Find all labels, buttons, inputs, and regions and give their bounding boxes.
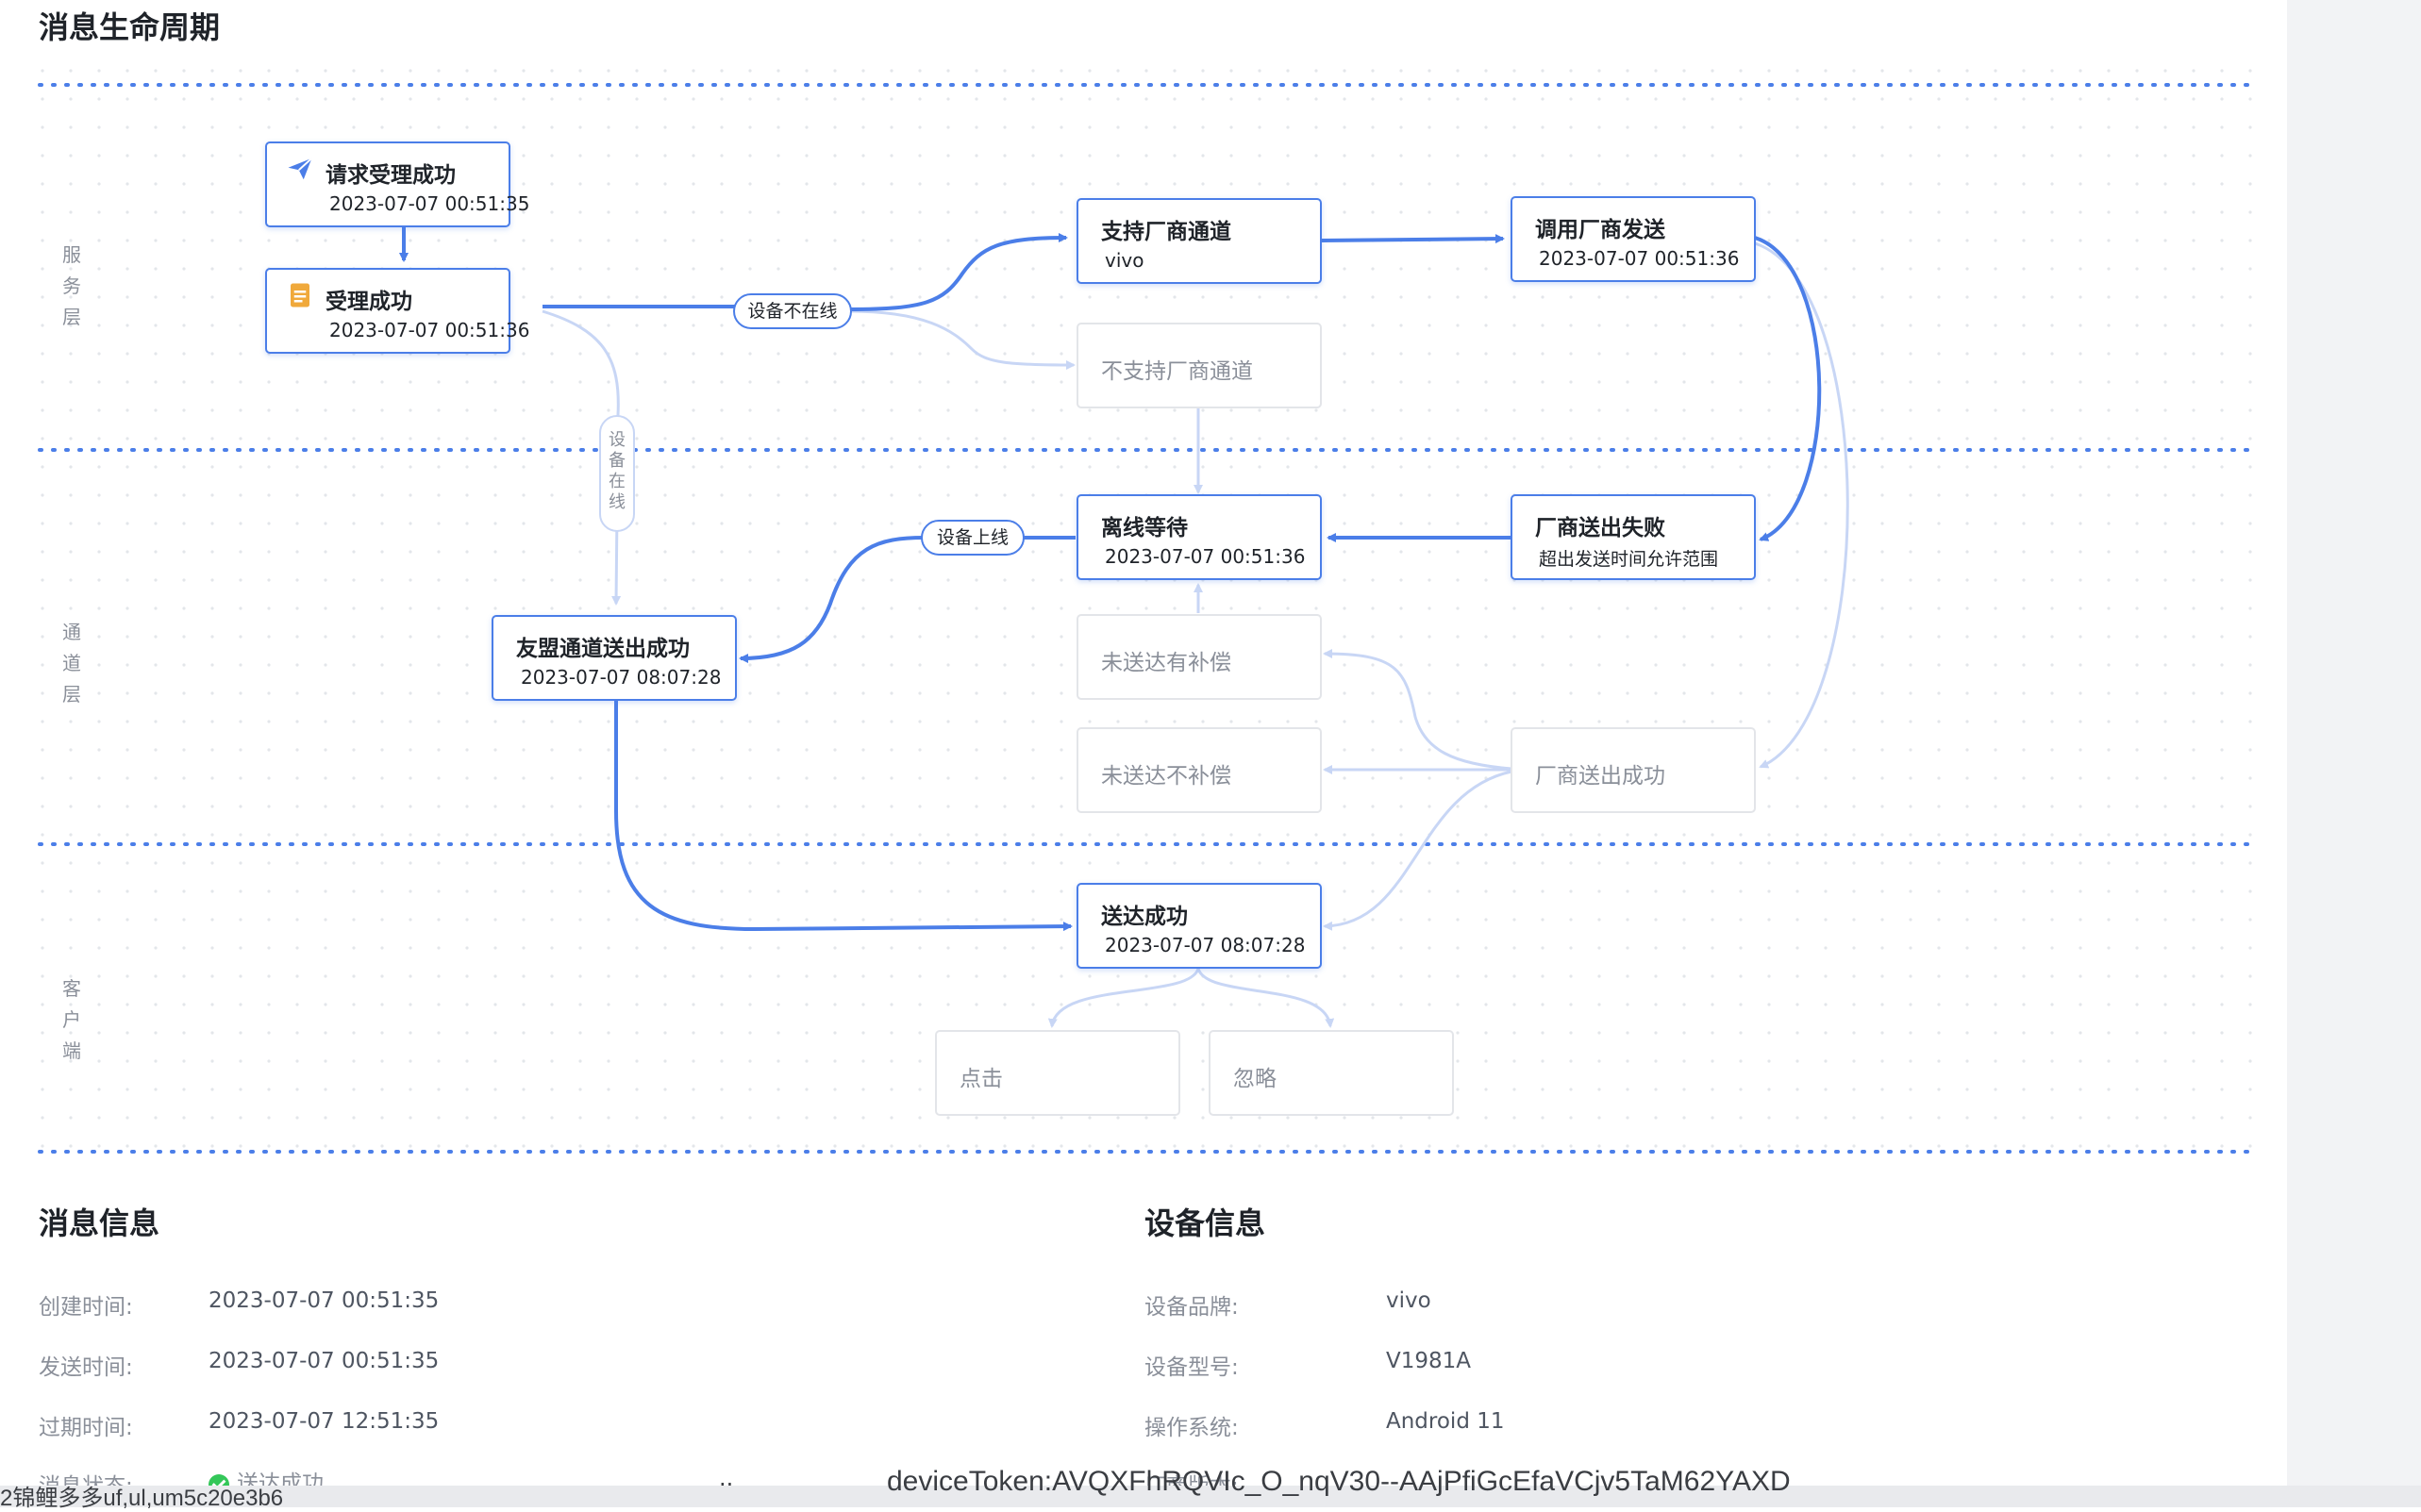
node-title: 未送达不补偿: [1101, 764, 1231, 789]
node-request-accepted[interactable]: 请求受理成功 2023-07-07 00:51:35: [265, 141, 529, 227]
node-vendor-sent-ok[interactable]: 厂商送出成功: [1511, 727, 1756, 813]
device-info-title: 设备信息: [1144, 1205, 1266, 1241]
edge-label-device-offline: 设备不在线: [733, 293, 852, 329]
device-model-label: 设备型号:: [1144, 1355, 1239, 1380]
node-vendor-failed[interactable]: 厂商送出失败 超出发送时间允许范围: [1511, 494, 1756, 580]
edge-accepted-to-supported: [543, 233, 1068, 312]
edge-supported-to-send: [1320, 234, 1505, 244]
edge-delivered-to-ignore: [1196, 968, 1335, 1028]
node-title: 忽略: [1233, 1067, 1277, 1091]
device-brand-label: 设备品牌:: [1144, 1295, 1239, 1320]
overlay-dots: ··: [719, 1471, 734, 1498]
edge-to-unsupported: [848, 309, 1076, 370]
node-offline-wait[interactable]: 离线等待 2023-07-07 00:51:36: [1077, 494, 1322, 580]
paper-plane-icon: [288, 158, 313, 180]
node-time: 2023-07-07 00:51:36: [1105, 545, 1306, 568]
sent-time-value: 2023-07-07 00:51:35: [209, 1349, 440, 1373]
node-title: 受理成功: [326, 290, 412, 314]
node-umeng-sent[interactable]: 友盟通道送出成功 2023-07-07 08:07:28: [492, 615, 737, 701]
node-vendor-send[interactable]: 调用厂商发送 2023-07-07 00:51:36: [1511, 196, 1756, 282]
edge-offline-to-umeng: [739, 536, 1076, 663]
node-time: 2023-07-07 08:07:28: [1105, 934, 1306, 956]
node-detail: vivo: [1105, 249, 1144, 272]
node-title: 不支持厂商通道: [1101, 359, 1253, 384]
layer-label-service: 服务层: [62, 243, 81, 328]
edge-ok-to-comp: [1323, 649, 1512, 771]
node-title: 请求受理成功: [326, 163, 456, 188]
lifecycle-panel: 消息生命周期: [0, 0, 2287, 1490]
sent-time-label: 发送时间:: [39, 1355, 133, 1380]
right-gutter: [2287, 0, 2421, 1507]
node-time: 2023-07-07 00:51:35: [329, 192, 530, 215]
node-title: 离线等待: [1101, 516, 1188, 540]
created-time-label: 创建时间:: [39, 1295, 133, 1320]
layer-label-client: 客户端: [62, 977, 81, 1062]
node-click[interactable]: 点击: [935, 1030, 1180, 1116]
bottom-overlay-bar: [0, 1486, 2421, 1507]
expire-time-label: 过期时间:: [39, 1416, 133, 1440]
node-detail: 超出发送时间允许范围: [1539, 549, 1719, 570]
layer-label-channel: 通道层: [62, 621, 81, 706]
os-value: Android 11: [1386, 1409, 1505, 1434]
node-title: 送达成功: [1101, 905, 1188, 929]
node-ignore[interactable]: 忽略: [1209, 1030, 1454, 1116]
node-title: 点击: [960, 1067, 1003, 1091]
node-title: 厂商送出成功: [1535, 764, 1665, 789]
device-token-text: deviceToken:AVQXFhRQVIc_O_nqV30--AAjPfiG…: [887, 1466, 1791, 1497]
document-icon: [291, 283, 309, 307]
expire-time-value: 2023-07-07 12:51:35: [209, 1409, 440, 1434]
edge-online-path: [542, 309, 622, 606]
device-brand-value: vivo: [1386, 1288, 1431, 1313]
device-model-value: V1981A: [1386, 1349, 1472, 1373]
node-title: 支持厂商通道: [1101, 220, 1231, 244]
node-title: 友盟通道送出成功: [516, 637, 690, 661]
os-label: 操作系统:: [1144, 1416, 1239, 1440]
node-title: 未送达有补偿: [1101, 651, 1231, 675]
edge-label-device-came-online: 设备上线: [921, 520, 1025, 556]
edge-delivered-to-click: [1047, 968, 1200, 1028]
node-undelivered-comp[interactable]: 未送达有补偿: [1077, 614, 1322, 700]
node-time: 2023-07-07 08:07:28: [521, 666, 722, 689]
node-vendor-supported[interactable]: 支持厂商通道 vivo: [1077, 198, 1322, 284]
node-vendor-unsupported[interactable]: 不支持厂商通道: [1077, 323, 1322, 408]
created-time-value: 2023-07-07 00:51:35: [209, 1288, 440, 1313]
message-info-title: 消息信息: [39, 1205, 160, 1241]
node-time: 2023-07-07 00:51:36: [329, 319, 530, 341]
node-undelivered-nocomp[interactable]: 未送达不补偿: [1077, 727, 1322, 813]
node-accepted[interactable]: 受理成功 2023-07-07 00:51:36: [265, 268, 529, 354]
node-title: 厂商送出失败: [1535, 516, 1665, 540]
edge-umeng-to-delivered: [614, 700, 1073, 932]
node-title: 调用厂商发送: [1535, 218, 1665, 242]
edge-label-device-online: 设备在线: [599, 415, 635, 532]
page-title: 消息生命周期: [39, 9, 221, 45]
node-time: 2023-07-07 00:51:36: [1539, 247, 1740, 270]
edge-ok-to-delivered: [1323, 770, 1512, 931]
node-delivered[interactable]: 送达成功 2023-07-07 08:07:28: [1077, 883, 1322, 969]
edge-send-to-failed: [1754, 236, 1822, 541]
